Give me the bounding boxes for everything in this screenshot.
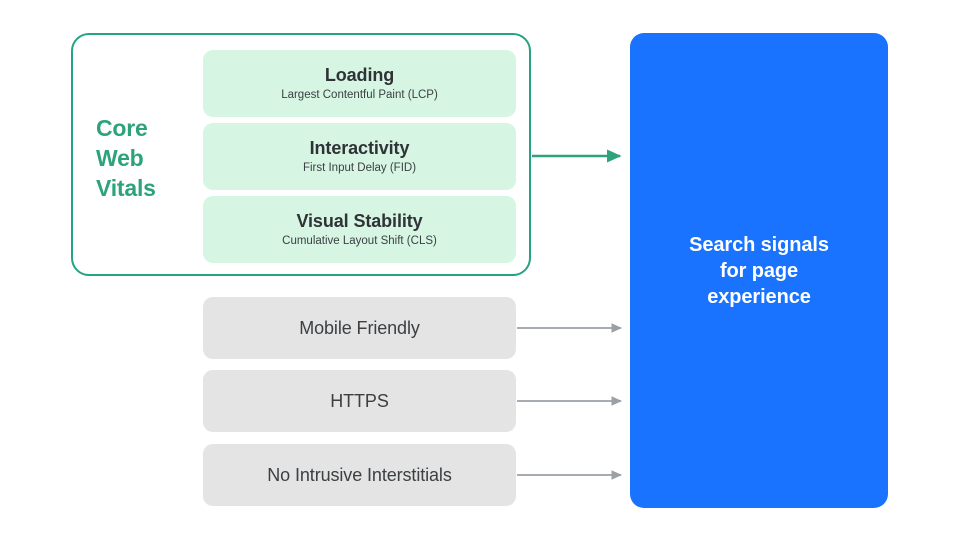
- metric-card-visual-stability[interactable]: Visual Stability Cumulative Layout Shift…: [203, 196, 516, 263]
- signal-label-https: HTTPS: [330, 390, 389, 411]
- core-web-vitals-group-label: Core: [96, 115, 148, 141]
- metric-subtitle-loading: Largest Contentful Paint (LCP): [281, 89, 438, 101]
- metric-subtitle-interactivity: First Input Delay (FID): [302, 162, 417, 174]
- signal-card-mobile-friendly[interactable]: Mobile Friendly: [203, 297, 516, 359]
- core-web-vitals-group-label-line3: Vitals: [96, 175, 156, 201]
- metric-card-loading[interactable]: Loading Largest Contentful Paint (LCP): [203, 50, 516, 117]
- signal-label-no-intrusive-interstitials: No Intrusive Interstitials: [267, 464, 452, 485]
- signal-card-https[interactable]: HTTPS: [203, 370, 516, 432]
- metric-title-loading: Loading: [324, 65, 395, 85]
- signal-card-no-intrusive-interstitials[interactable]: No Intrusive Interstitials: [203, 444, 516, 506]
- metric-subtitle-visual-stability: Cumulative Layout Shift (CLS): [282, 235, 437, 247]
- core-web-vitals-group-label-line2: Web: [96, 145, 144, 171]
- metric-title-visual-stability: Visual Stability: [296, 211, 423, 231]
- destination-panel[interactable]: Search signals for page experience: [630, 33, 888, 508]
- signal-label-mobile-friendly: Mobile Friendly: [299, 317, 420, 338]
- metric-card-interactivity[interactable]: Interactivity First Input Delay (FID): [203, 123, 516, 190]
- destination-panel-title: Search signals for page experience: [689, 233, 829, 308]
- metric-title-interactivity: Interactivity: [309, 138, 410, 158]
